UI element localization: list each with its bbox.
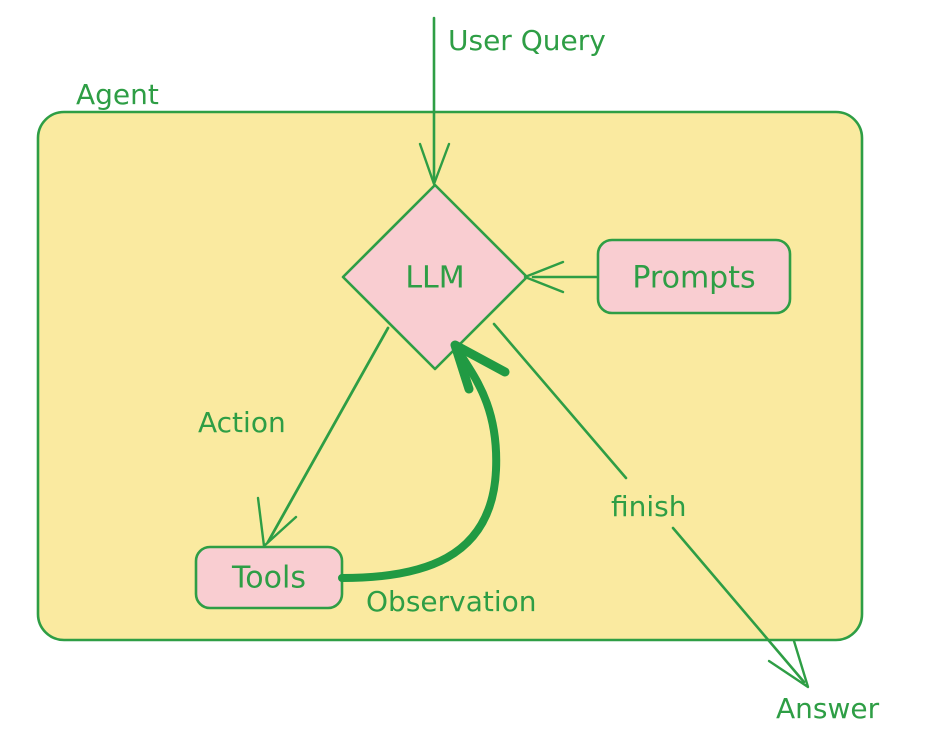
prompts-to-llm-edge	[523, 260, 598, 294]
tools-node[interactable]: Tools	[194, 545, 344, 610]
prompts-box-shape	[596, 238, 792, 315]
prompts-node[interactable]: Prompts	[596, 238, 792, 315]
llm-diamond-shape	[341, 183, 529, 371]
user-query-label: User Query	[448, 24, 606, 57]
finish-edge-label: finish	[611, 490, 687, 523]
user-query-edge	[418, 16, 451, 186]
agent-container-label: Agent	[76, 78, 159, 111]
observation-edge	[338, 340, 510, 582]
agent-container	[36, 110, 864, 642]
llm-node-label: LLM	[405, 261, 464, 296]
tools-node-label: Tools	[231, 561, 306, 596]
action-edge-label: Action	[198, 406, 286, 439]
observation-edge-label: Observation	[366, 585, 537, 618]
answer-label: Answer	[776, 692, 880, 725]
llm-node[interactable]: LLM	[341, 183, 529, 371]
finish-edge	[492, 322, 810, 689]
prompts-node-label: Prompts	[632, 261, 755, 296]
